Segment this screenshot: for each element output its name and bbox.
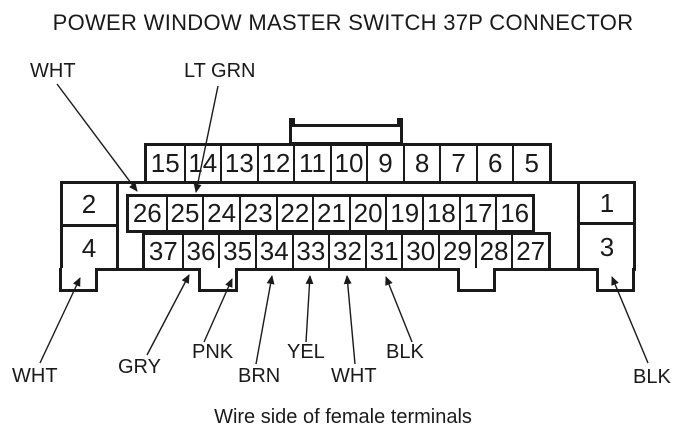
wire-label-gry-pin36: GRY	[118, 356, 161, 378]
left-end-divider-horizontal	[60, 224, 119, 227]
pin-20: 20	[348, 197, 386, 230]
wire-label-ltgrn-pin25: LT GRN	[184, 60, 256, 82]
latch-nub-right	[397, 118, 403, 127]
mount-notch-right	[596, 268, 635, 292]
pin-34: 34	[254, 235, 292, 268]
pin-25: 25	[165, 197, 203, 230]
pin-10: 10	[329, 146, 367, 181]
diagram-caption: Wire side of female terminals	[214, 406, 472, 428]
wire-label-blk-pin3: BLK	[633, 366, 671, 388]
pin-36: 36	[181, 235, 219, 268]
leader-gry-pin36	[146, 274, 190, 356]
pin-33: 33	[291, 235, 329, 268]
leader-blk-pin31	[385, 276, 413, 343]
pin-37: 37	[148, 236, 178, 266]
leader-brn-pin34	[255, 275, 275, 365]
mount-notch-mid-left	[198, 268, 238, 292]
pin-16: 16	[495, 197, 532, 230]
right-end-divider-horizontal	[577, 222, 636, 225]
wire-label-blk-pin31: BLK	[386, 341, 424, 363]
pin-6: 6	[475, 146, 513, 181]
wire-label-wht-pin32: WHT	[331, 365, 377, 387]
connector-latch	[289, 124, 403, 145]
pin-5: 5	[512, 146, 549, 181]
pin-30: 30	[401, 235, 438, 268]
pin-3: 3	[599, 232, 615, 262]
leader-wht-pin26	[56, 83, 138, 192]
pin-19: 19	[385, 197, 422, 230]
wire-label-wht-pin4: WHT	[12, 365, 58, 387]
pin-4: 4	[81, 233, 97, 263]
pin-35: 35	[218, 235, 255, 268]
leader-yel-pin33	[305, 275, 314, 343]
pin-32: 32	[328, 235, 365, 268]
right-end-divider-vertical	[577, 181, 580, 271]
diagram-title: POWER WINDOW MASTER SWITCH 37P CONNECTOR	[52, 10, 634, 35]
pin-26: 26	[132, 198, 162, 228]
wire-label-yel-pin33: YEL	[287, 341, 325, 363]
pin-29: 29	[438, 235, 475, 268]
pin-27: 27	[511, 235, 548, 268]
pin-22: 22	[275, 197, 313, 230]
mount-notch-left	[59, 268, 98, 292]
pin-24: 24	[202, 197, 239, 230]
pin-23: 23	[238, 197, 276, 230]
pin-18: 18	[422, 197, 459, 230]
latch-nub-left	[289, 118, 295, 127]
pin-2: 2	[81, 189, 97, 219]
pin-1: 1	[599, 188, 615, 218]
pin-11: 11	[293, 146, 330, 181]
wire-label-brn-pin34: BRN	[238, 365, 281, 387]
pin-14: 14	[183, 146, 221, 181]
pin-13: 13	[220, 146, 257, 181]
wire-label-wht-pin26: WHT	[30, 60, 76, 82]
leader-wht-pin32	[343, 275, 356, 365]
pin-12: 12	[256, 146, 294, 181]
pin-17: 17	[458, 197, 496, 230]
pin-28: 28	[474, 235, 512, 268]
pin-9: 9	[366, 146, 403, 181]
pin-8: 8	[402, 146, 440, 181]
pin-15: 15	[150, 148, 180, 178]
pin-7: 7	[439, 146, 476, 181]
pin-31: 31	[364, 235, 402, 268]
wire-label-pnk-pin35: PNK	[192, 341, 234, 363]
mount-notch-mid-right	[457, 268, 496, 292]
pin-21: 21	[312, 197, 349, 230]
